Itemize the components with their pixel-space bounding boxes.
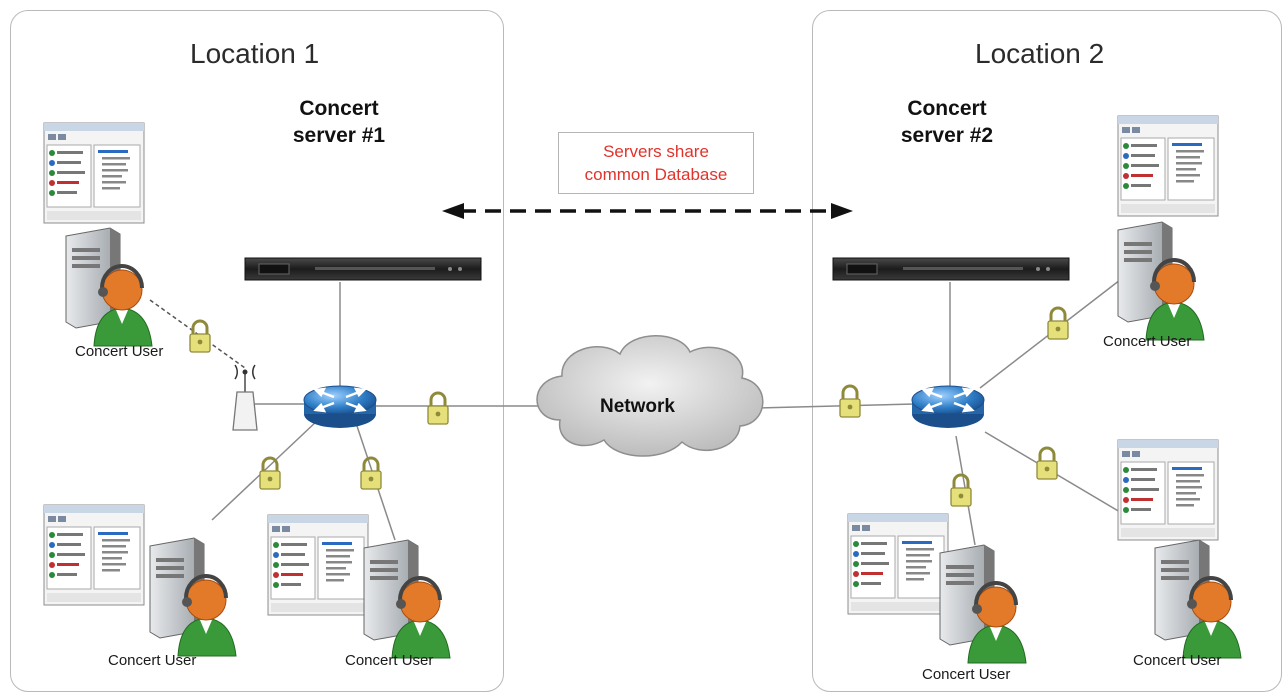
shared-db-note-line1: Servers share <box>603 142 709 161</box>
app-window-icon <box>43 122 145 224</box>
lock-icon <box>188 319 212 354</box>
router-icon <box>302 384 378 430</box>
server-2-label-line1: Concert <box>907 97 987 120</box>
wireless-antenna-icon <box>232 364 258 431</box>
lock-icon <box>838 384 862 419</box>
user-label: Concert User <box>345 652 434 669</box>
arrow-left-head <box>442 203 464 219</box>
arrow-right-head <box>831 203 853 219</box>
link-router1-user-bl <box>211 419 319 521</box>
user-label: Concert User <box>922 666 1011 683</box>
app-window-icon <box>1117 439 1219 541</box>
server-1-label-line1: Concert <box>299 97 379 120</box>
workstation-user-icon <box>938 543 1028 665</box>
workstation-user-icon <box>148 536 238 658</box>
workstation-user-icon <box>1116 220 1206 342</box>
shared-db-note: Servers share common Database <box>558 132 754 194</box>
server-rack-icon <box>244 257 482 281</box>
lock-icon <box>1035 446 1059 481</box>
location-1-title: Location 1 <box>190 38 320 69</box>
lock-icon <box>949 473 973 508</box>
server-1-label: Concert server #1 <box>284 95 394 149</box>
network-label: Network <box>600 396 675 417</box>
user-label: Concert User <box>1103 333 1192 350</box>
lock-icon <box>426 391 450 426</box>
workstation-user-icon <box>1153 538 1243 660</box>
user-label: Concert User <box>108 652 197 669</box>
server-1-label-line2: server #1 <box>292 124 386 147</box>
server-rack-icon <box>832 257 1070 281</box>
app-window-icon <box>1117 115 1219 217</box>
user-label: Concert User <box>75 343 164 360</box>
app-window-icon <box>43 504 145 606</box>
app-window-icon <box>267 514 369 616</box>
user-label: Concert User <box>1133 652 1222 669</box>
lock-icon <box>258 456 282 491</box>
shared-db-note-line2: common Database <box>584 165 728 184</box>
app-window-icon <box>847 513 949 615</box>
server-2-label-line2: server #2 <box>900 124 994 147</box>
workstation-user-icon <box>362 538 452 660</box>
router-icon <box>910 384 986 430</box>
lock-icon <box>359 456 383 491</box>
link-router2-network <box>754 403 916 409</box>
shared-db-arrow <box>442 203 853 219</box>
workstation-user-icon <box>64 226 154 348</box>
location-2-title: Location 2 <box>975 38 1105 69</box>
cloud-icon <box>536 335 764 457</box>
lock-icon <box>1046 306 1070 341</box>
server-2-label: Concert server #2 <box>892 95 1002 149</box>
